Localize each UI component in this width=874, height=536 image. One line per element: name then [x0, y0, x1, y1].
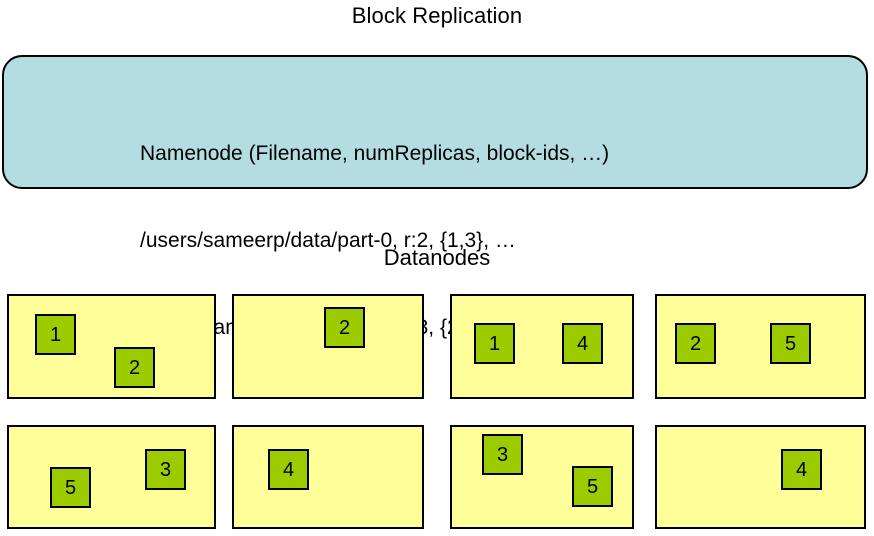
block-4: 4 [781, 449, 822, 490]
namenode-panel: Namenode (Filename, numReplicas, block-i… [2, 55, 868, 339]
block-1: 1 [474, 323, 515, 364]
block-2: 2 [675, 323, 716, 364]
block-5: 5 [770, 323, 811, 364]
block-3: 3 [482, 434, 523, 475]
block-5: 5 [572, 466, 613, 507]
datanodes-heading: Datanodes [383, 245, 491, 270]
block-3: 3 [145, 449, 186, 490]
datanode-2: 2 [232, 294, 424, 399]
block-2: 2 [324, 307, 365, 348]
block-4: 4 [268, 449, 309, 490]
block-4: 4 [562, 323, 603, 364]
block-2: 2 [114, 347, 155, 388]
namenode-line-schema: Namenode (Filename, numReplicas, block-i… [140, 142, 610, 165]
block-5: 5 [50, 467, 91, 508]
namenode-line-part-0: /users/sameerp/data/part-0, r:2, {1,3}, … [140, 229, 516, 252]
page-title: Block Replication [351, 3, 523, 28]
datanode-8: 4 [655, 425, 866, 529]
block-1: 1 [35, 314, 76, 355]
datanode-6: 4 [232, 425, 424, 529]
